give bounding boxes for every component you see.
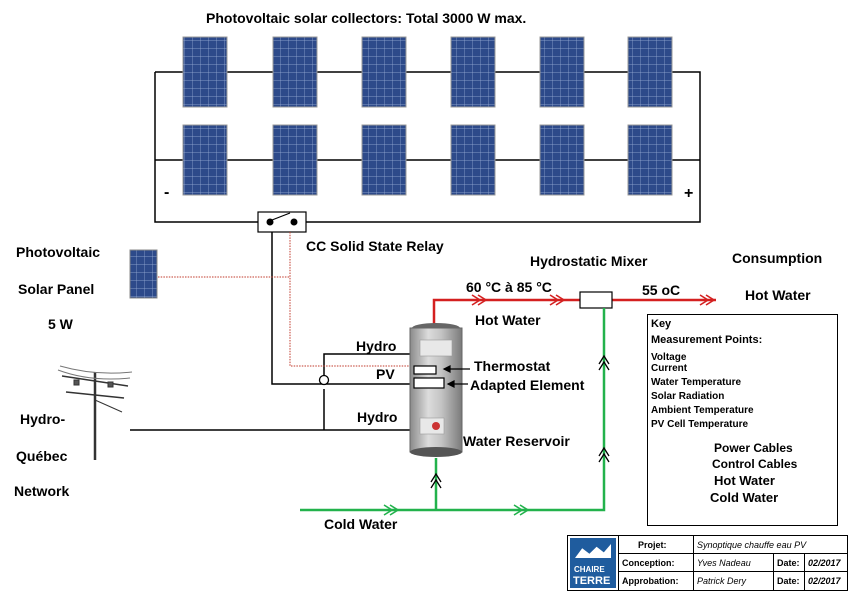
- tank-hot-water-label: Hot Water: [475, 312, 541, 328]
- projet-label: Projet:: [638, 540, 667, 550]
- component-pointers: [442, 365, 470, 388]
- key-point: Solar Radiation: [651, 391, 725, 402]
- hot-water-pipes: [432, 298, 716, 324]
- key-title: Key: [651, 318, 672, 330]
- solid-state-relay: [257, 211, 307, 233]
- key-point: Water Temperature: [651, 377, 742, 388]
- pv-panel: [361, 124, 407, 196]
- pv-panel: [182, 124, 228, 196]
- small-solar-panel: [129, 249, 158, 299]
- cold-water-label: Cold Water: [324, 516, 398, 532]
- logo-text-1: CHAIRE: [574, 565, 605, 574]
- approbation-label: Approbation:: [622, 576, 679, 586]
- date-value-2: 02/2017: [808, 576, 841, 586]
- legend-control-cables: Control Cables: [712, 457, 798, 471]
- small-panel-label-1: Photovoltaic: [16, 244, 101, 260]
- pv-panel: [450, 124, 496, 196]
- hydrostatic-mixer-box: [579, 291, 613, 309]
- key-point: Ambient Temperature: [651, 405, 754, 416]
- conception-value: Yves Nadeau: [697, 558, 751, 568]
- pv-label: PV: [376, 366, 395, 382]
- chaire-terre-logo: CHAIRE TERRE: [570, 538, 616, 588]
- water-reservoir-label: Water Reservoir: [463, 433, 570, 449]
- date-value-1: 02/2017: [808, 558, 841, 568]
- legend-cold-water: Cold Water: [710, 490, 779, 505]
- cold-water-arrows: [383, 504, 530, 516]
- hydro-network-label-2: Québec: [16, 448, 68, 464]
- pv-panel: [272, 124, 318, 196]
- consumption-hot-water-label: Hot Water: [745, 287, 811, 303]
- key-legend: Key Measurement Points: Voltage Current …: [647, 314, 838, 526]
- key-point: PV Cell Temperature: [651, 419, 749, 430]
- cold-water-pipes: [300, 308, 606, 512]
- date-label-2: Date:: [777, 576, 800, 586]
- water-heater-tank: [409, 323, 463, 457]
- hot-temp-range-label: 60 °C à 85 °C: [466, 279, 552, 295]
- pv-panel: [182, 36, 228, 108]
- mixer-output-temp-label: 55 oC: [642, 282, 681, 298]
- pv-array-wiring: [154, 71, 701, 223]
- small-panel-label-3: 5 W: [48, 316, 73, 332]
- cold-water-up-arrows: [430, 354, 610, 489]
- utility-pole: [57, 365, 133, 460]
- hydro-top-label: Hydro: [356, 338, 397, 354]
- diagram-title: Photovoltaic solar collectors: Total 300…: [206, 10, 527, 26]
- small-panel-label-2: Solar Panel: [18, 281, 95, 297]
- consumption-label: Consumption: [732, 250, 823, 266]
- pv-panel: [627, 124, 673, 196]
- hydro-network-label-3: Network: [14, 483, 70, 499]
- array-minus-terminal: -: [164, 184, 170, 201]
- projet-value: Synoptique chauffe eau PV: [697, 540, 807, 550]
- pv-panel: [361, 36, 407, 108]
- pv-panel: [539, 124, 585, 196]
- pv-panels: [182, 36, 673, 196]
- hydrostatic-mixer-label: Hydrostatic Mixer: [530, 253, 648, 269]
- key-subtitle: Measurement Points:: [651, 334, 763, 346]
- control-cables: [158, 232, 412, 367]
- pv-panel: [627, 36, 673, 108]
- pv-panel: [450, 36, 496, 108]
- array-plus-terminal: +: [684, 185, 694, 202]
- title-block: CHAIRE TERRE Projet: Synoptique chauffe …: [567, 535, 848, 591]
- legend-hot-water: Hot Water: [714, 473, 775, 488]
- adapted-element-label: Adapted Element: [470, 377, 585, 393]
- hydro-bottom-label: Hydro: [357, 409, 398, 425]
- date-label-1: Date:: [777, 558, 800, 568]
- logo-text-2: TERRE: [573, 575, 611, 587]
- thermostat-label: Thermostat: [474, 358, 551, 374]
- conception-label: Conception:: [622, 558, 675, 568]
- hot-water-arrows: [471, 294, 716, 306]
- approbation-value: Patrick Dery: [697, 576, 747, 586]
- key-point: Voltage: [651, 352, 687, 363]
- power-cables: [130, 232, 412, 431]
- legend-power-cables: Power Cables: [714, 441, 793, 455]
- pv-panel: [272, 36, 318, 108]
- key-point: Current: [651, 363, 688, 374]
- relay-label: CC Solid State Relay: [306, 238, 444, 254]
- hydro-network-label-1: Hydro-: [20, 411, 66, 427]
- pv-panel: [539, 36, 585, 108]
